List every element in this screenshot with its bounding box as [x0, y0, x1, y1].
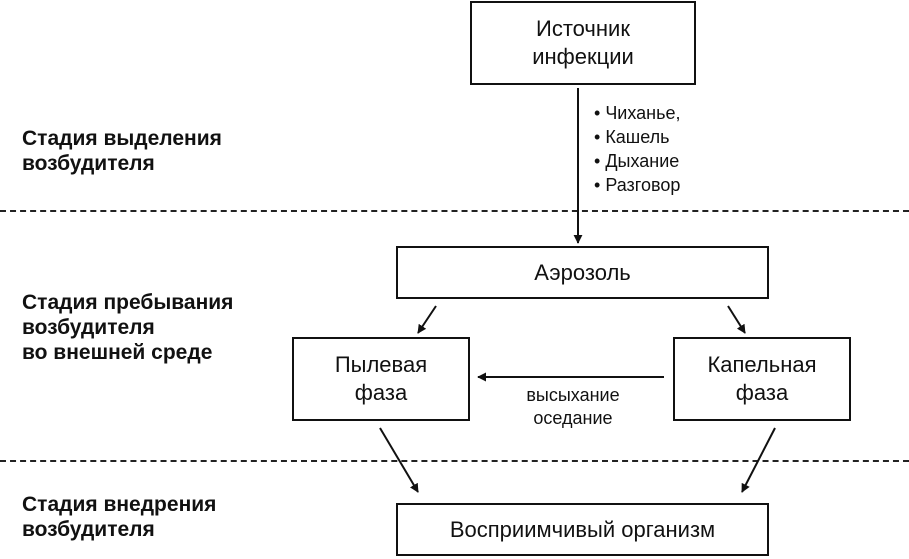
release-route-item: Чиханье,	[594, 101, 680, 125]
release-routes-list: Чиханье, Кашель Дыхание Разговор	[594, 101, 681, 197]
stage-divider-1	[0, 210, 909, 212]
arrow-aerosol-to-dust	[417, 305, 437, 334]
release-route-item: Кашель	[594, 125, 681, 149]
arrow-dust-to-host	[379, 427, 419, 493]
arrow-aerosol-to-droplet	[727, 305, 746, 334]
arrow-droplet-to-host	[741, 427, 776, 493]
node-dust-phase: Пылевая фаза	[292, 337, 470, 421]
node-infection-source: Источник инфекции	[470, 1, 696, 85]
node-susceptible-host: Восприимчивый организм	[396, 503, 769, 556]
node-aerosol: Аэрозоль	[396, 246, 769, 299]
stage-environment-label: Стадия пребывания возбудителя во внешней…	[22, 291, 234, 364]
release-route-item: Дыхание	[594, 149, 681, 173]
node-droplet-phase: Капельная фаза	[673, 337, 851, 421]
stage-invasion-label: Стадия внедрения возбудителя	[22, 493, 217, 541]
stage-divider-2	[0, 460, 909, 462]
stage-release-label: Стадия выделения возбудителя	[22, 127, 222, 175]
release-route-item: Разговор	[594, 173, 681, 197]
transition-label: высыхание оседание	[526, 385, 620, 428]
